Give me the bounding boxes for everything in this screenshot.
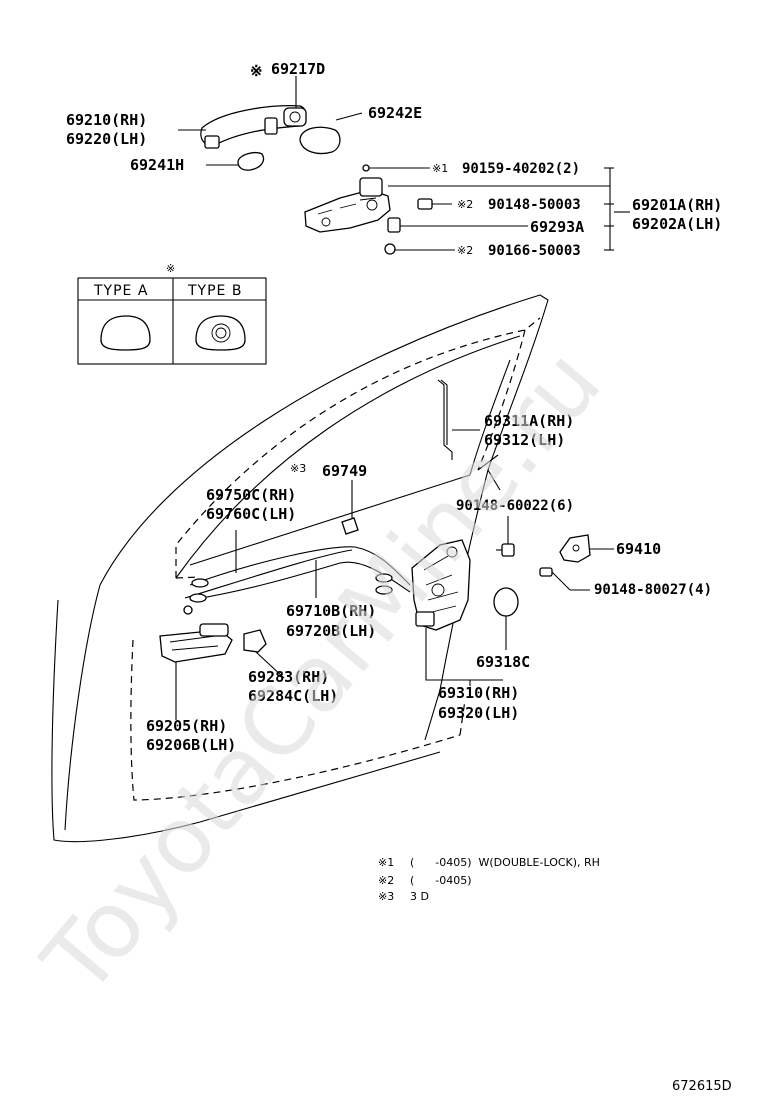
label-69201A: 69201A(RH) xyxy=(632,196,722,214)
mark-1-90159: ※1 xyxy=(432,162,448,175)
lock-rod xyxy=(437,379,453,460)
inside-handle xyxy=(159,623,233,663)
striker-screw xyxy=(539,567,571,591)
label-69750C: 69750C(RH) xyxy=(206,486,296,504)
mark-star-type: ※ xyxy=(166,262,175,275)
mark-2-90148: ※2 xyxy=(457,198,473,211)
type-table xyxy=(77,277,267,365)
outside-handle xyxy=(200,105,307,149)
label-69320: 69320(LH) xyxy=(438,704,519,722)
note-3-mark: ※3 xyxy=(378,890,394,903)
label-69284C: 69284C(LH) xyxy=(248,687,338,705)
door-striker xyxy=(559,534,591,563)
lock-screw xyxy=(496,543,515,557)
label-type-a: TYPE A xyxy=(93,283,148,299)
note-2-mark: ※2 xyxy=(378,874,394,887)
inside-handle-bezel xyxy=(243,629,267,653)
handle-frame xyxy=(304,177,391,233)
label-type-b: TYPE B xyxy=(187,283,242,299)
diagram-reference: 672615D xyxy=(672,1079,732,1094)
note-1-text: ( -0405) W(DOUBLE-LOCK), RH xyxy=(410,856,600,869)
note-3-text: 3 D xyxy=(410,890,429,903)
label-69710B: 69710B(RH) xyxy=(286,602,376,620)
label-69217D: 69217D xyxy=(271,60,325,78)
door-cables xyxy=(183,546,411,615)
label-69202A: 69202A(LH) xyxy=(632,215,722,233)
label-69283: 69283(RH) xyxy=(248,668,329,686)
label-69241H: 69241H xyxy=(130,156,184,174)
handle-pad xyxy=(299,126,341,155)
label-69760C: 69760C(LH) xyxy=(206,505,296,523)
handle-cap xyxy=(237,151,265,171)
mark-3-69749: ※3 xyxy=(290,462,306,475)
note-1-mark: ※1 xyxy=(378,856,394,869)
label-90159: 90159-40202(2) xyxy=(462,161,580,177)
label-90148-60022: 90148-60022(6) xyxy=(456,498,574,514)
label-90148-80027: 90148-80027(4) xyxy=(594,582,712,598)
label-69311A: 69311A(RH) xyxy=(484,412,574,430)
door-lock-assembly xyxy=(411,539,471,631)
lock-cover xyxy=(493,587,519,617)
label-69206B: 69206B(LH) xyxy=(146,736,236,754)
label-69293A: 69293A xyxy=(530,218,584,236)
label-69749: 69749 xyxy=(322,462,367,480)
label-69410: 69410 xyxy=(616,540,661,558)
footnotes: ※1 ( -0405) W(DOUBLE-LOCK), RH ※2 ( -040… xyxy=(378,856,600,903)
mark-star-69217D: ※ xyxy=(250,62,263,80)
label-69205: 69205(RH) xyxy=(146,717,227,735)
label-69312: 69312(LH) xyxy=(484,431,565,449)
label-69210: 69210(RH) xyxy=(66,111,147,129)
note-2-text: ( -0405) xyxy=(410,874,472,887)
label-69318C: 69318C xyxy=(476,653,530,671)
cable-clip xyxy=(341,517,359,535)
label-69242E: 69242E xyxy=(368,104,422,122)
label-69220: 69220(LH) xyxy=(66,130,147,148)
label-90148-50003: 90148-50003 xyxy=(488,197,581,213)
label-69310: 69310(RH) xyxy=(438,684,519,702)
label-69720B: 69720B(LH) xyxy=(286,622,376,640)
mark-2-90166: ※2 xyxy=(457,244,473,257)
label-90166: 90166-50003 xyxy=(488,243,581,259)
